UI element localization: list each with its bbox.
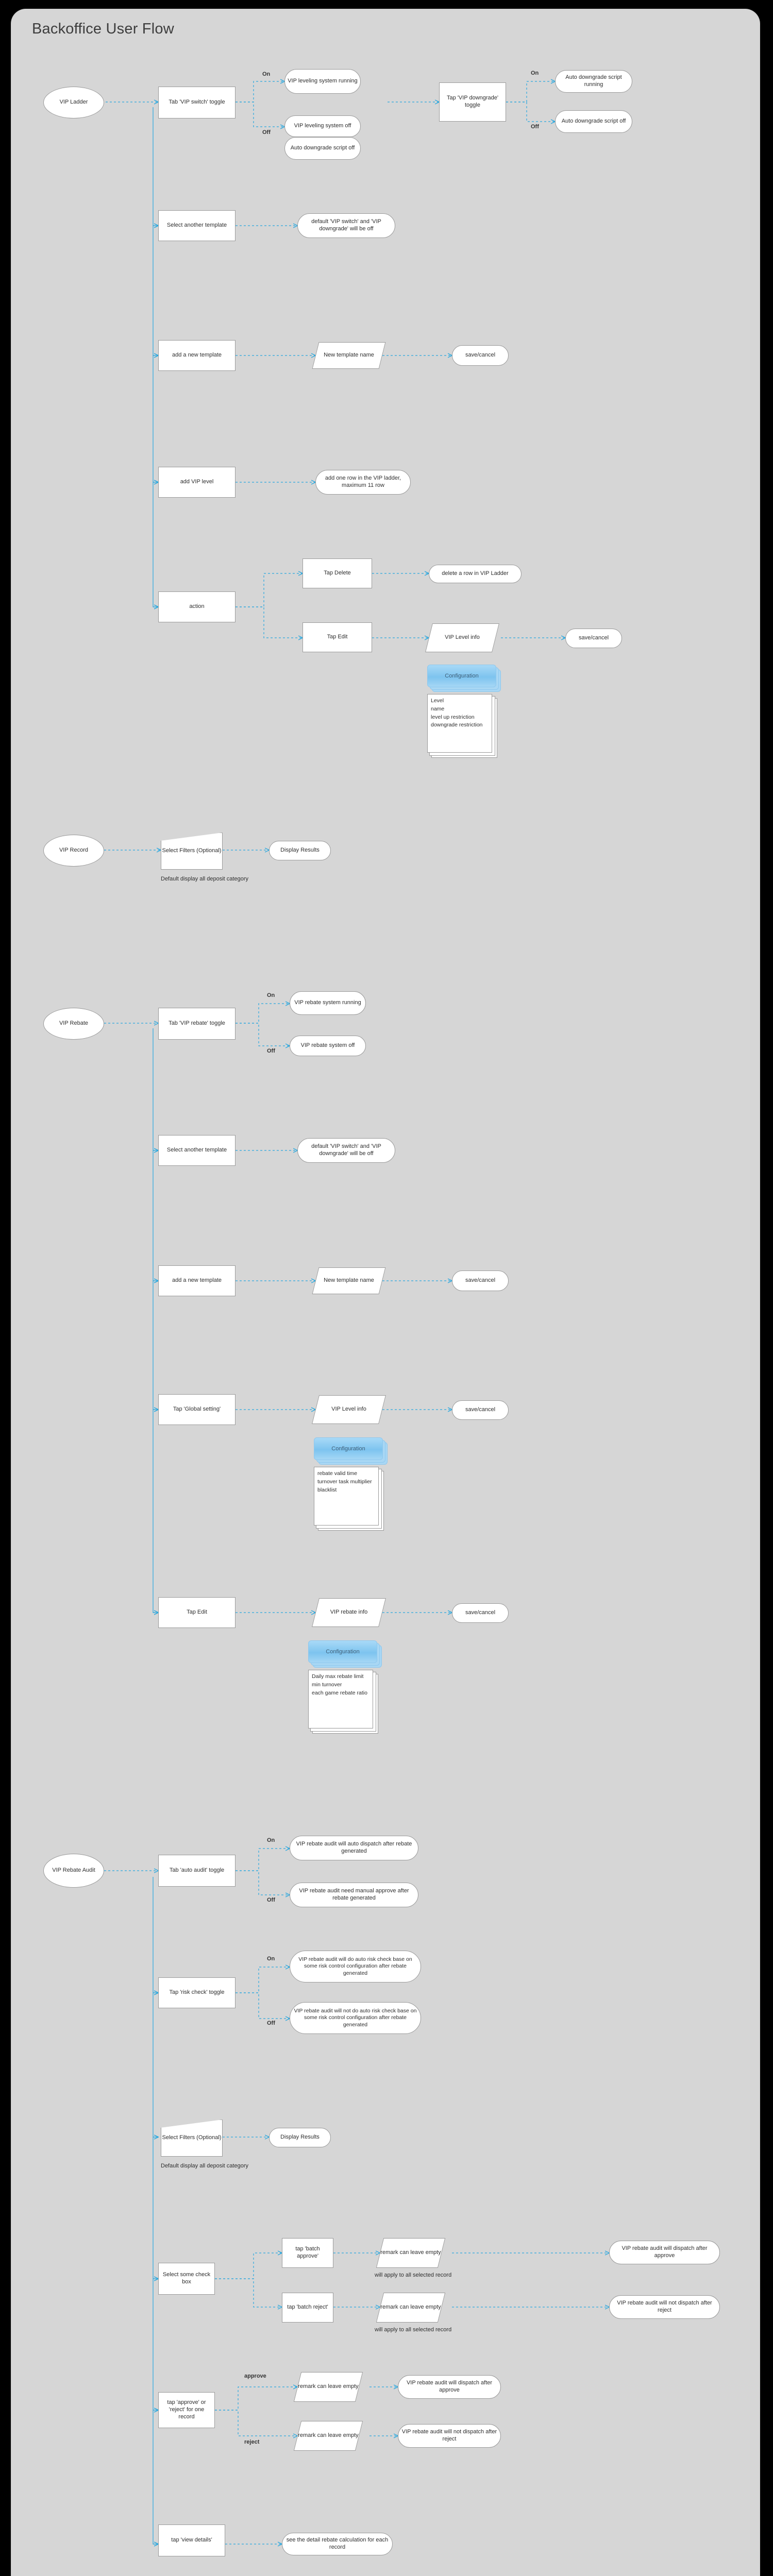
node-add-one-row: add one row in the VIP ladder, maximum 1… xyxy=(315,470,411,495)
node-add-vip-level[interactable]: add VIP level xyxy=(158,467,236,498)
node-select-filters-audit[interactable]: Select Filters (Optional) xyxy=(161,2120,223,2157)
node-new-template-name-rebate-label: New template name xyxy=(324,1277,374,1284)
flow-start-vip-rebate[interactable]: VIP Rebate xyxy=(43,1008,104,1040)
node-select-filters-audit-label: Select Filters (Optional) xyxy=(162,2134,222,2141)
node-select-filters-record[interactable]: Select Filters (Optional) xyxy=(161,833,223,870)
edge-label-off-1: Off xyxy=(262,129,271,135)
node-tap-batch-approve[interactable]: tap 'batch approve' xyxy=(282,2238,333,2268)
node-remark-one-approve[interactable]: remark can leave empty xyxy=(293,2372,363,2402)
config-badge-rebate-1[interactable]: Configuration xyxy=(314,1437,383,1460)
node-tap-view-details-audit[interactable]: tap 'view details' xyxy=(158,2524,225,2556)
node-save-cancel-rebate-3[interactable]: save/cancel xyxy=(452,1603,509,1623)
edge-label-rebate-on: On xyxy=(267,992,275,998)
node-tap-edit-ladder[interactable]: Tap Edit xyxy=(303,622,372,652)
node-tap-delete[interactable]: Tap Delete xyxy=(303,558,372,588)
node-auto-downgrade-script-running: Auto downgrade script running xyxy=(555,70,632,93)
node-action[interactable]: action xyxy=(158,591,236,622)
node-not-dispatch-after-reject-one: VIP rebate audit will not dispatch after… xyxy=(398,2424,501,2448)
edge-label-off-2: Off xyxy=(531,124,539,130)
node-auto-downgrade-script-off-a: Auto downgrade script off xyxy=(284,137,361,160)
node-vip-level-info-rebate-label: VIP Level info xyxy=(331,1406,366,1413)
diagram-board: Backoffice User Flow xyxy=(11,9,760,2576)
node-vip-rebate-off: VIP rebate system off xyxy=(290,1036,366,1056)
node-vip-level-info-ladder-label: VIP Level info xyxy=(445,634,480,641)
node-select-another-template-rebate[interactable]: Select another template xyxy=(158,1135,236,1166)
node-dispatch-after-approve-batch: VIP rebate audit will dispatch after app… xyxy=(609,2241,720,2264)
caption-default-deposit-record: Default display all deposit category xyxy=(161,876,248,882)
config-note-rebate-1: rebate valid time turnover task multipli… xyxy=(314,1467,379,1526)
node-dispatch-after-approve-one: VIP rebate audit will dispatch after app… xyxy=(398,2375,501,2399)
node-remark-batch-approve[interactable]: remark can leave empty xyxy=(376,2238,446,2268)
node-see-detail-audit: see the detail rebate calculation for ea… xyxy=(282,2533,393,2555)
edge-label-on-1: On xyxy=(262,71,271,77)
node-add-a-new-template-rebate[interactable]: add a new template xyxy=(158,1265,236,1296)
edge-layer xyxy=(102,9,760,2576)
node-risk-check-on: VIP rebate audit will do auto risk check… xyxy=(290,1951,421,1982)
node-remark-batch-reject-label: remark can leave empty xyxy=(380,2304,441,2311)
edge-label-audit-on-2: On xyxy=(267,1956,275,1962)
node-display-results-audit: Display Results xyxy=(269,2128,331,2147)
node-new-template-name-rebate[interactable]: New template name xyxy=(312,1267,386,1294)
node-vip-level-info-rebate[interactable]: VIP Level info xyxy=(312,1395,386,1424)
node-vip-level-info-ladder[interactable]: VIP Level info xyxy=(425,623,499,652)
node-vip-leveling-off: VIP leveling system off xyxy=(284,115,361,137)
node-vip-rebate-info-label: VIP rebate info xyxy=(330,1609,368,1616)
node-remark-batch-reject[interactable]: remark can leave empty xyxy=(376,2293,446,2323)
node-audit-auto-dispatch: VIP rebate audit will auto dispatch afte… xyxy=(290,1836,418,1860)
node-new-template-name-label: New template name xyxy=(324,352,374,359)
node-display-results-record: Display Results xyxy=(269,841,331,860)
edge-label-on-2: On xyxy=(531,70,539,76)
caption-default-deposit-audit: Default display all deposit category xyxy=(161,2163,248,2169)
edge-label-audit-off-1: Off xyxy=(267,1897,275,1903)
flow-start-vip-record[interactable]: VIP Record xyxy=(43,835,104,867)
node-tab-vip-switch-toggle[interactable]: Tab 'VIP switch' toggle xyxy=(158,87,236,118)
flow-start-vip-ladder[interactable]: VIP Ladder xyxy=(43,87,104,118)
node-select-another-template[interactable]: Select another template xyxy=(158,210,236,241)
node-tap-global-setting[interactable]: Tap 'Global setting' xyxy=(158,1394,236,1425)
page-title: Backoffice User Flow xyxy=(32,21,174,37)
node-tap-vip-downgrade-toggle[interactable]: Tap 'VIP downgrade' toggle xyxy=(439,82,506,122)
node-select-some-check-box[interactable]: Select some check box xyxy=(158,2263,215,2295)
node-save-cancel-1[interactable]: save/cancel xyxy=(452,345,509,366)
node-tab-auto-audit-toggle[interactable]: Tab 'auto audit' toggle xyxy=(158,1855,236,1887)
node-remark-one-approve-label: remark can leave empty xyxy=(298,2383,359,2390)
node-save-cancel-rebate-1[interactable]: save/cancel xyxy=(452,1270,509,1291)
node-default-switch-off: default 'VIP switch' and 'VIP downgrade'… xyxy=(297,213,395,238)
node-new-template-name[interactable]: New template name xyxy=(312,342,386,369)
node-vip-leveling-running: VIP leveling system running xyxy=(284,69,361,94)
edge-label-rebate-off: Off xyxy=(267,1048,275,1054)
node-default-off-rebate: default 'VIP switch' and 'VIP downgrade'… xyxy=(297,1138,395,1163)
node-tab-vip-rebate-toggle[interactable]: Tab 'VIP rebate' toggle xyxy=(158,1008,236,1040)
node-not-dispatch-after-reject-batch: VIP rebate audit will not dispatch after… xyxy=(609,2295,720,2319)
node-save-cancel-2[interactable]: save/cancel xyxy=(565,629,622,648)
caption-apply-all-2: will apply to all selected record xyxy=(375,2327,452,2333)
node-save-cancel-rebate-2[interactable]: save/cancel xyxy=(452,1400,509,1420)
edge-label-reject: reject xyxy=(244,2439,260,2445)
node-delete-row: delete a row in VIP Ladder xyxy=(429,565,522,583)
node-risk-check-off: VIP rebate audit will not do auto risk c… xyxy=(290,2002,421,2034)
caption-apply-all-1: will apply to all selected record xyxy=(375,2272,452,2278)
config-badge-rebate-2[interactable]: Configuration xyxy=(308,1640,377,1663)
node-vip-rebate-info[interactable]: VIP rebate info xyxy=(312,1598,386,1627)
edge-label-approve: approve xyxy=(244,2373,266,2379)
node-vip-rebate-running: VIP rebate system running xyxy=(290,991,366,1015)
node-add-a-new-template[interactable]: add a new template xyxy=(158,340,236,371)
node-tap-approve-reject-one-record[interactable]: tap 'approve' or 'reject' for one record xyxy=(158,2392,215,2428)
config-note-rebate-2: Daily max rebate limit min turnover each… xyxy=(308,1670,373,1728)
node-tap-batch-reject[interactable]: tap 'batch reject' xyxy=(282,2293,333,2323)
node-remark-one-reject-label: remark can leave empty xyxy=(298,2432,359,2439)
node-remark-one-reject[interactable]: remark can leave empty xyxy=(293,2421,363,2451)
edge-label-audit-on-1: On xyxy=(267,1837,275,1843)
edge-label-audit-off-2: Off xyxy=(267,2020,275,2026)
node-auto-downgrade-script-off-b: Auto downgrade script off xyxy=(555,110,632,133)
config-badge-ladder[interactable]: Configuration xyxy=(427,665,496,687)
node-select-filters-record-label: Select Filters (Optional) xyxy=(162,848,222,854)
node-audit-manual-approve: VIP rebate audit need manual approve aft… xyxy=(290,1883,418,1907)
node-remark-batch-approve-label: remark can leave empty xyxy=(380,2249,441,2256)
node-tap-risk-check-toggle[interactable]: Tap 'risk check' toggle xyxy=(158,1977,236,2008)
flow-start-vip-rebate-audit[interactable]: VIP Rebate Audit xyxy=(43,1854,104,1888)
config-note-ladder: Level name level up restriction downgrad… xyxy=(427,694,492,753)
node-tap-edit-rebate[interactable]: Tap Edit xyxy=(158,1597,236,1628)
